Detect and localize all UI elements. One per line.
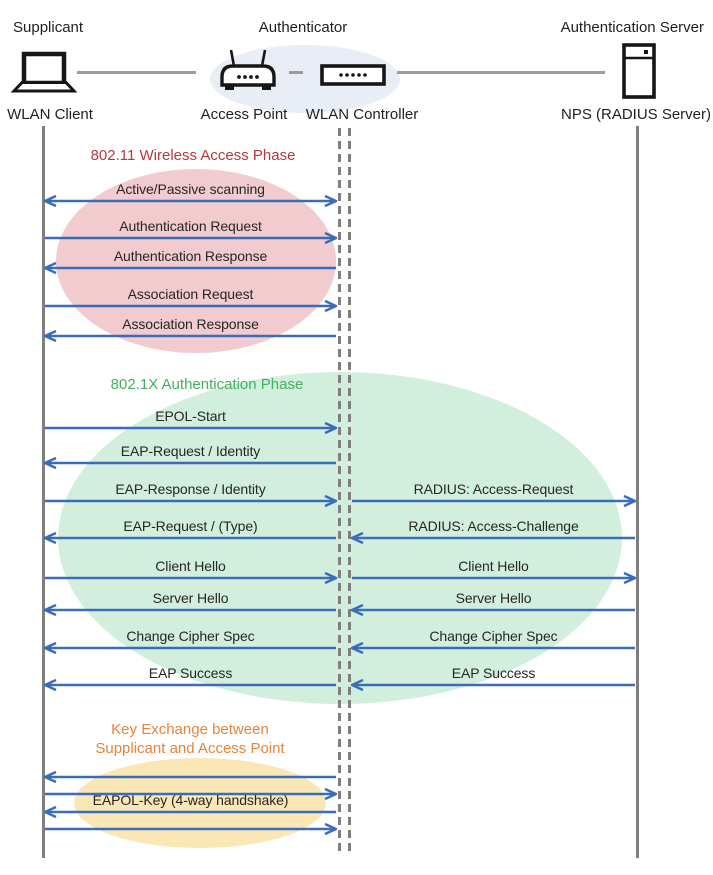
key-exchange-phase-title: Key Exchange between Supplicant and Acce…	[95, 721, 285, 757]
message-arrow	[43, 805, 336, 819]
message-arrow	[350, 641, 635, 655]
actor-title-authentication-server: Authentication Server	[560, 19, 704, 36]
message-label: RADIUS: Access-Challenge	[408, 518, 579, 534]
message-label: Client Hello	[155, 558, 226, 574]
message-arrow	[43, 641, 336, 655]
wlan-controller-icon	[320, 64, 386, 86]
connector-controller-to-server	[397, 71, 605, 74]
message-label: Server Hello	[455, 590, 532, 606]
message-label: Authentication Response	[113, 248, 268, 264]
connector-client-to-ap	[77, 71, 196, 74]
message-label: Server Hello	[152, 590, 229, 606]
lifeline-nps-server	[636, 126, 639, 858]
message-arrow	[43, 456, 336, 470]
message-arrow	[43, 770, 336, 784]
message-label: EAP-Request / (Type)	[123, 518, 258, 534]
message-arrow	[350, 678, 635, 692]
message-arrow	[43, 531, 336, 545]
device-label-nps-radius-server: NPS (RADIUS Server)	[560, 106, 712, 123]
message-arrow	[350, 603, 635, 617]
message-label: Association Request	[127, 286, 254, 302]
lifeline-wlan-controller-left	[338, 128, 341, 854]
message-label: EAP Success	[148, 665, 233, 681]
message-label: Change Cipher Spec	[126, 628, 255, 644]
actor-title-authenticator: Authenticator	[258, 19, 348, 36]
message-label: EAP-Request / Identity	[120, 443, 261, 459]
message-arrow	[352, 571, 637, 585]
message-arrow	[350, 531, 635, 545]
message-label: Association Response	[122, 316, 259, 332]
message-label: EAP Success	[451, 665, 536, 681]
laptop-icon	[11, 51, 77, 93]
message-arrow	[43, 261, 336, 275]
message-label: EPOL-Start	[155, 408, 226, 424]
device-label-access-point: Access Point	[200, 106, 288, 123]
message-arrow	[43, 194, 338, 208]
access-point-icon	[220, 49, 276, 90]
wireless-access-phase-ellipse	[56, 169, 336, 353]
message-label: EAPOL-Key (4-way handshake)	[92, 792, 289, 808]
message-label: RADIUS: Access-Request	[413, 481, 574, 497]
lifeline-wlan-controller-right	[348, 128, 351, 854]
message-arrow	[45, 421, 338, 435]
message-arrow	[45, 299, 338, 313]
message-arrow	[45, 787, 338, 801]
message-arrow	[43, 678, 336, 692]
message-label: EAP-Response / Identity	[115, 481, 266, 497]
server-icon	[622, 43, 656, 99]
actor-title-supplicant: Supplicant	[13, 19, 84, 36]
key-exchange-phase-ellipse	[74, 758, 326, 848]
device-label-wlan-controller: WLAN Controller	[305, 106, 419, 123]
message-arrow	[43, 329, 336, 343]
message-arrow	[45, 822, 338, 836]
message-label: Active/Passive scanning	[116, 181, 265, 197]
message-arrow	[45, 231, 338, 245]
connector-ap-to-controller	[289, 71, 303, 74]
message-label: Change Cipher Spec	[429, 628, 558, 644]
lifeline-wlan-client	[42, 126, 45, 858]
message-arrow	[45, 494, 338, 508]
message-label: Authentication Request	[119, 218, 262, 234]
device-label-wlan-client: WLAN Client	[7, 106, 93, 123]
message-arrow	[43, 603, 336, 617]
message-arrow	[352, 494, 637, 508]
authentication-phase-title: 802.1X Authentication Phase	[110, 376, 304, 393]
message-arrow	[45, 571, 338, 585]
message-label: Client Hello	[458, 558, 529, 574]
wireless-access-phase-title: 802.11 Wireless Access Phase	[90, 147, 296, 164]
